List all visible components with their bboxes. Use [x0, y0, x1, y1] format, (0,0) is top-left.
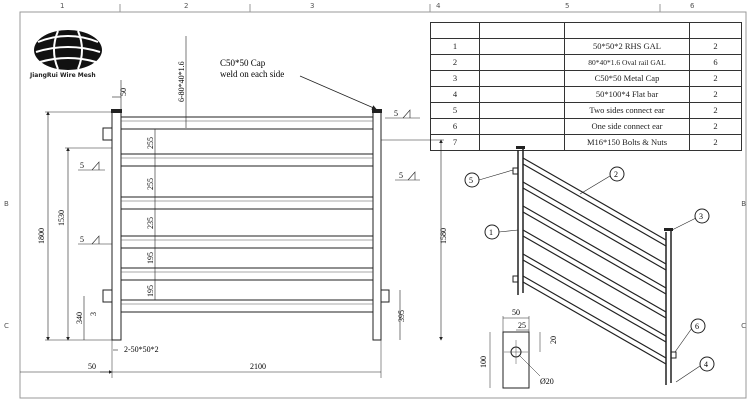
- weld-symbol: 5: [78, 161, 105, 171]
- dim-rail-span: 1530: [57, 210, 66, 226]
- globe-logo: [34, 30, 102, 70]
- bom-row: 5 Two sides connect ear 2: [430, 102, 742, 119]
- rail: [120, 299, 374, 313]
- svg-text:6: 6: [695, 322, 699, 331]
- dim-rail-spacing: 255: [146, 137, 155, 149]
- connect-ear: [102, 127, 113, 141]
- callout-2: 2: [579, 166, 625, 195]
- zone-label-c: C: [4, 322, 9, 330]
- svg-text:3: 3: [699, 212, 703, 221]
- dim-overall-width: 2100: [250, 362, 266, 371]
- svg-text:5: 5: [399, 171, 403, 180]
- connect-ear: [102, 289, 113, 303]
- rail: [120, 196, 374, 210]
- svg-text:4: 4: [704, 360, 708, 369]
- bom-row: 6 One side connect ear 2: [430, 118, 742, 135]
- rails: [120, 116, 374, 313]
- post-cap: [372, 109, 382, 113]
- callout-6: 6: [674, 318, 706, 353]
- bill-of-materials: 1 50*50*2 RHS GAL 2 2 80*40*1.6 Oval rai…: [430, 22, 742, 151]
- bom-row: 3 C50*50 Metal Cap 2: [430, 70, 742, 87]
- svg-text:5: 5: [469, 176, 473, 185]
- rail: [120, 116, 374, 130]
- dim-rail-spacing: 235: [146, 217, 155, 229]
- dim-post-width: 50: [119, 88, 128, 96]
- weld-symbol: 5: [78, 235, 112, 245]
- svg-text:5: 5: [80, 235, 84, 244]
- zone-label-4: 4: [436, 2, 441, 10]
- svg-text:5: 5: [80, 161, 84, 170]
- rail: [120, 235, 374, 249]
- dim-overall-height: 1800: [37, 228, 46, 244]
- zone-label-c-right: C: [741, 322, 746, 330]
- dim-left-offset: 50: [88, 362, 96, 371]
- zone-label-b: B: [4, 200, 9, 208]
- dim-rail-spacing: 255: [146, 178, 155, 190]
- dim-rail-spacing: 195: [146, 252, 155, 264]
- callout-3: 3: [671, 208, 710, 231]
- callout-5: 5: [464, 169, 514, 188]
- ear-hole-offset: 25: [518, 321, 526, 330]
- callout-4: 4: [675, 356, 715, 383]
- dim-rail-section: 6-80*40*1.6: [177, 61, 186, 102]
- zone-label-6: 6: [690, 2, 695, 10]
- zone-label-5: 5: [565, 2, 570, 10]
- svg-text:5: 5: [394, 109, 398, 118]
- svg-text:1: 1: [489, 228, 493, 237]
- dim-right-post-height: 1580: [439, 228, 448, 244]
- connect-ear: [380, 289, 390, 303]
- dim-small-gap: 3: [89, 312, 98, 316]
- dim-right-bottom: 395: [397, 310, 406, 322]
- ear-hole-top: 20: [549, 336, 558, 344]
- cap-note-line2: weld on each side: [220, 69, 284, 79]
- logo-caption: JiangRui Wire Mesh: [30, 72, 96, 79]
- post-cap: [111, 109, 122, 113]
- ear-hole-diameter: Ø20: [540, 377, 554, 386]
- ear-width: 50: [512, 308, 520, 317]
- weld-symbol: 5: [385, 109, 420, 119]
- ear-note: 2-50*50*2: [124, 345, 159, 354]
- rail: [120, 153, 374, 167]
- dim-rail-spacing: 195: [146, 285, 155, 297]
- zone-label-2: 2: [184, 2, 189, 10]
- ear-height: 100: [479, 356, 488, 368]
- zone-label-1: 1: [60, 2, 65, 10]
- bom-row: 2 80*40*1.6 Oval rail GAL 6: [430, 54, 742, 71]
- cap-note-line1: C50*50 Cap: [220, 58, 266, 68]
- dim-bottom-clearance: 340: [75, 312, 84, 324]
- bom-row: 7 M16*150 Bolts & Nuts 2: [430, 134, 742, 151]
- weld-symbol: 5: [395, 171, 420, 181]
- zone-label-3: 3: [310, 2, 315, 10]
- callout-1: 1: [484, 224, 519, 240]
- bom-row: 4 50*100*4 Flat bar 2: [430, 86, 742, 103]
- zone-label-b-right: B: [741, 200, 746, 208]
- svg-text:2: 2: [614, 170, 618, 179]
- rail: [120, 267, 374, 281]
- bom-qty: 2: [689, 134, 742, 151]
- bom-row: 1 50*50*2 RHS GAL 2: [430, 38, 742, 55]
